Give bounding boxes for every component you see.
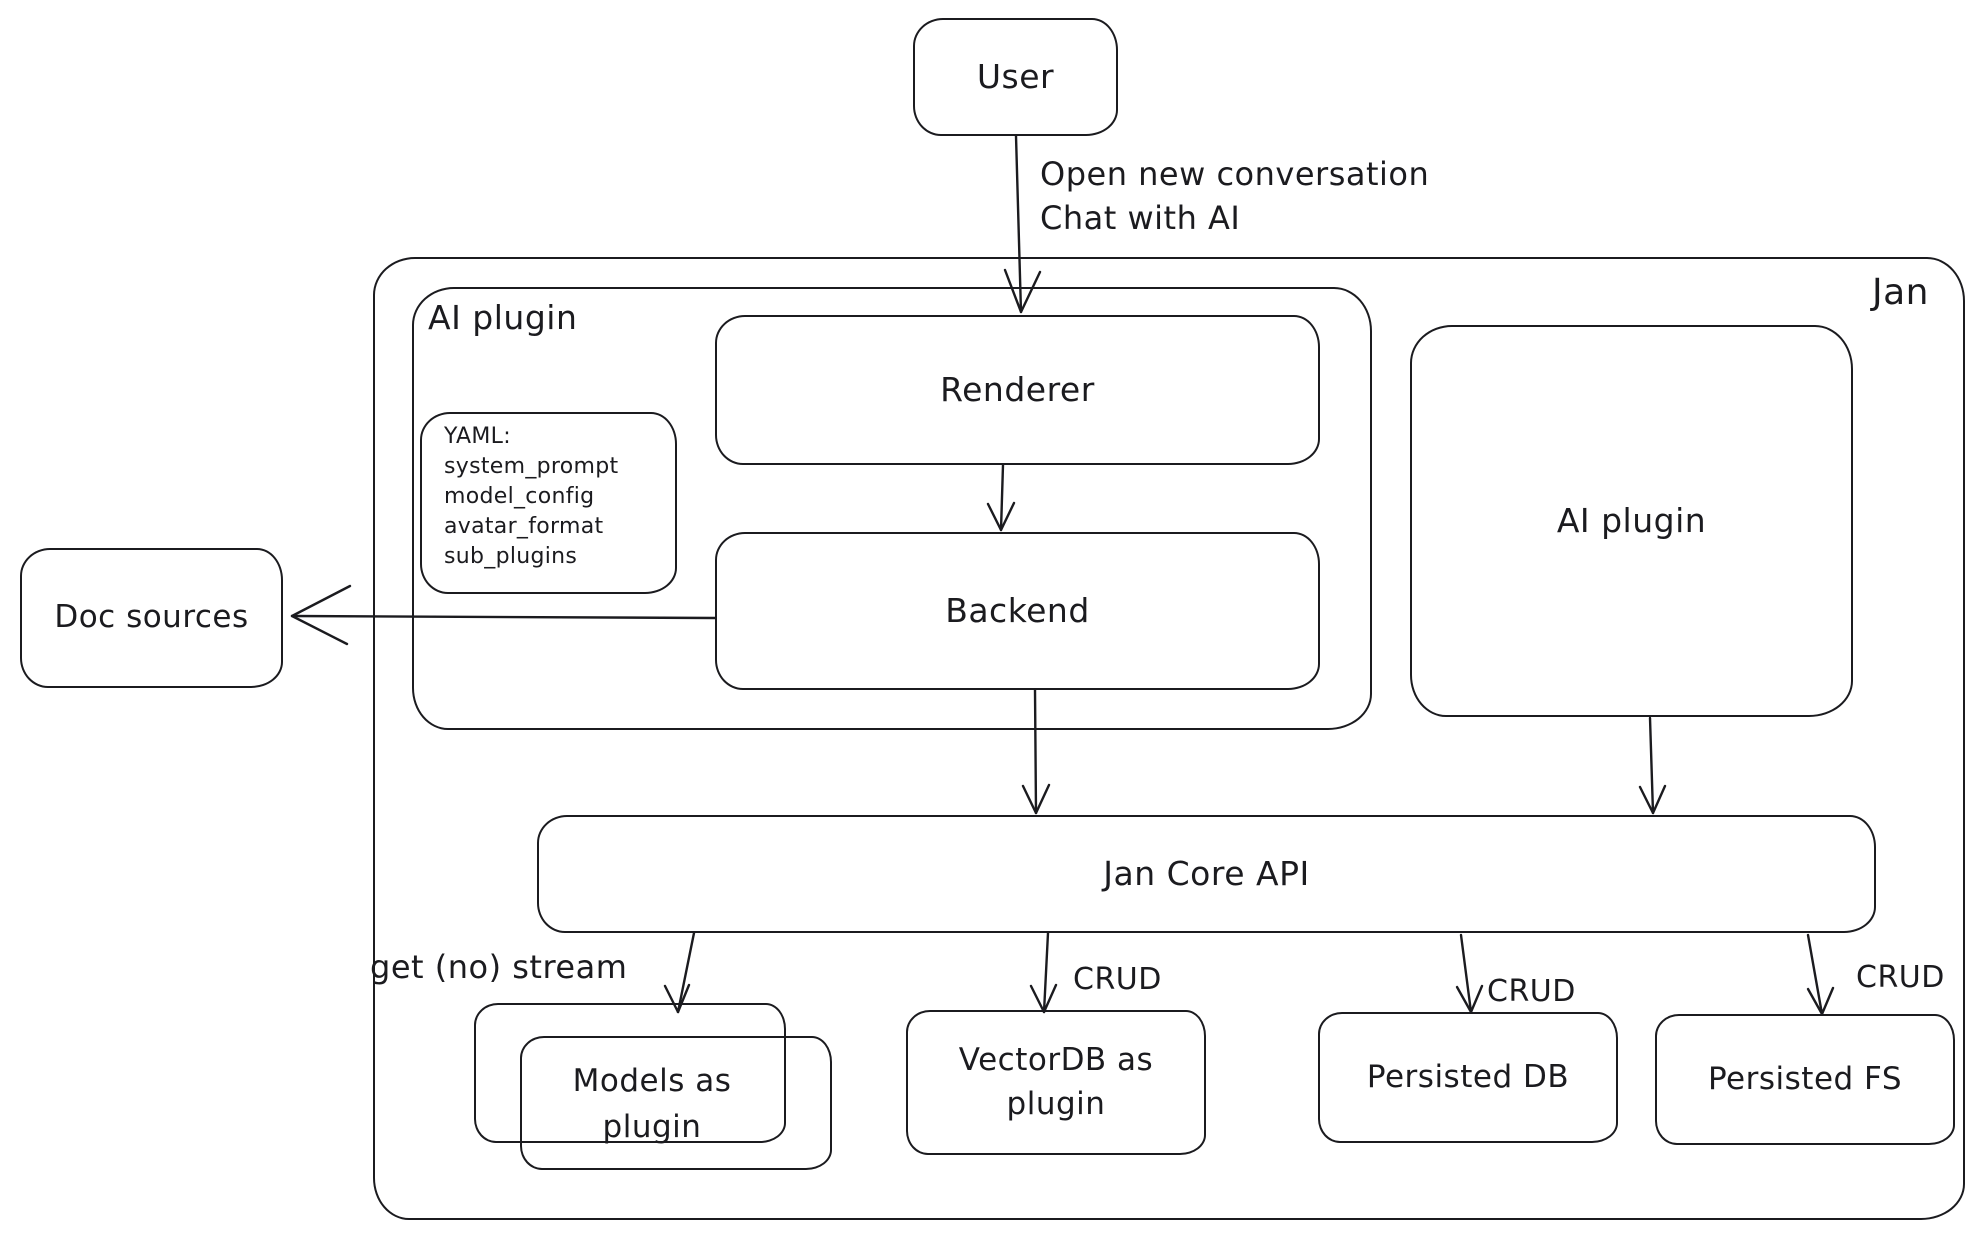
- backend-node: Backend: [715, 532, 1320, 690]
- yaml-note-line: sub_plugins: [444, 544, 578, 569]
- jan-container-label: Jan: [1872, 272, 1929, 313]
- ai-plugin-container-box: [412, 287, 1372, 730]
- yaml-note-line: avatar_format: [444, 514, 604, 539]
- renderer-node: Renderer: [715, 315, 1320, 465]
- jan-container-box: [373, 257, 1965, 1220]
- doc-sources-node: Doc sources: [20, 548, 283, 688]
- jan-core-api-node: Jan Core API: [537, 815, 1876, 933]
- edge-label-crud-persisted-fs: CRUD: [1856, 960, 1945, 995]
- user-node: User: [913, 18, 1118, 136]
- jan-core-api-label: Jan Core API: [1103, 853, 1310, 893]
- persisted-db-label: Persisted DB: [1366, 1058, 1570, 1095]
- persisted-fs-label: Persisted FS: [1707, 1060, 1903, 1097]
- renderer-label: Renderer: [940, 369, 1095, 409]
- vectordb-as-plugin-label: VectorDB as plugin: [958, 1042, 1154, 1122]
- ai-plugin-container-label: AI plugin: [428, 298, 578, 337]
- models-as-plugin-back-box: [474, 1003, 786, 1143]
- yaml-note-text: YAML: system_prompt model_config avatar_…: [444, 422, 618, 572]
- backend-label: Backend: [945, 590, 1090, 630]
- user-label: User: [976, 56, 1055, 96]
- persisted-fs-node: Persisted FS: [1655, 1014, 1955, 1145]
- yaml-note-line: model_config: [444, 484, 595, 509]
- edge-label-crud-persisted-db: CRUD: [1487, 974, 1576, 1009]
- models-as-plugin-label: Models as plugin: [572, 1063, 732, 1145]
- edge-label-crud-vectordb: CRUD: [1073, 962, 1162, 997]
- doc-sources-label: Doc sources: [54, 599, 249, 636]
- edge-label-user-to-renderer: Open new conversation Chat with AI: [1040, 155, 1430, 237]
- yaml-note-box: [420, 412, 677, 594]
- edge-label-get-no-stream: get (no) stream: [370, 948, 628, 986]
- persisted-db-node: Persisted DB: [1318, 1012, 1618, 1143]
- vectordb-as-plugin-node: VectorDB as plugin: [906, 1010, 1206, 1155]
- ai-plugin-standalone-node: AI plugin: [1410, 325, 1853, 717]
- yaml-note-line: system_prompt: [444, 454, 619, 479]
- ai-plugin-standalone-label: AI plugin: [1556, 500, 1707, 540]
- yaml-note-line: YAML:: [444, 424, 511, 449]
- models-as-plugin-front-box: [520, 1036, 832, 1170]
